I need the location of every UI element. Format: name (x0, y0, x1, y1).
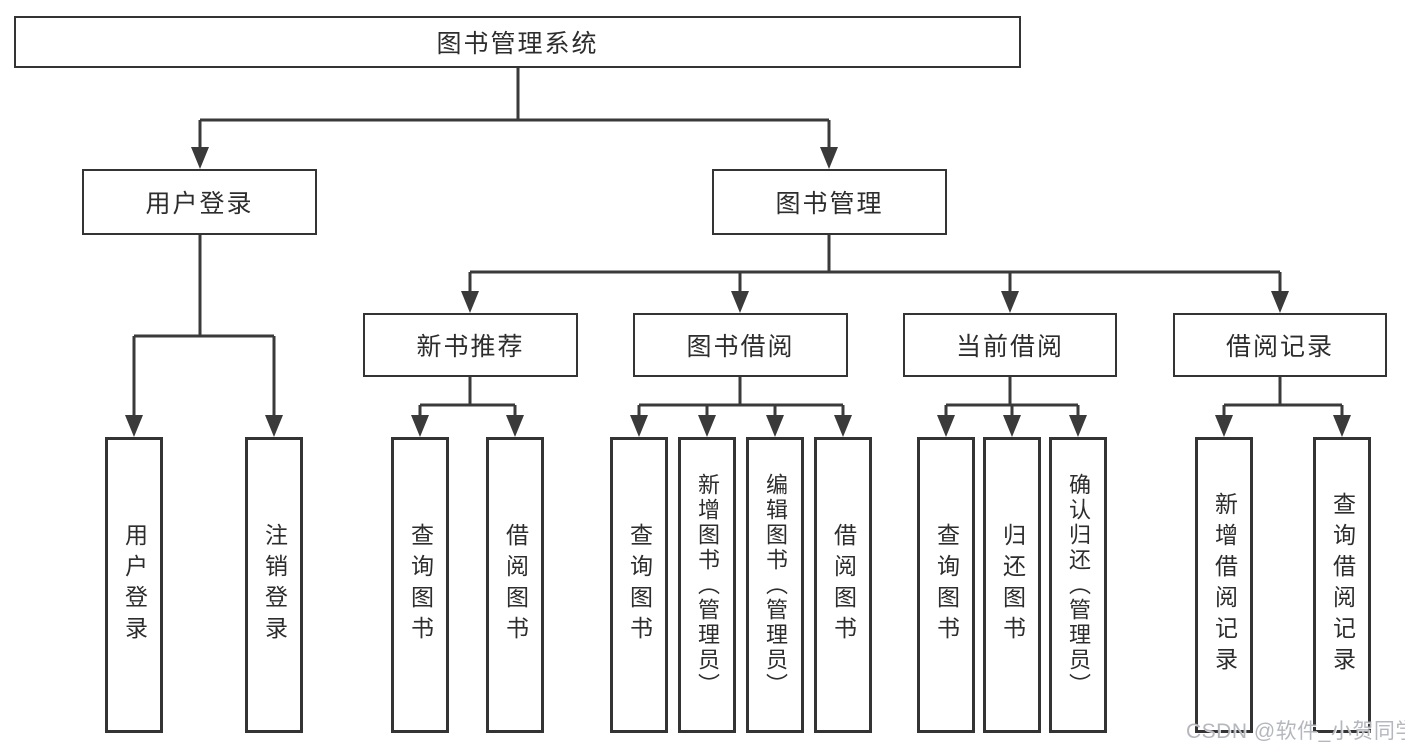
leaf-confirm-return-admin: 确认归还（管理员） (1049, 437, 1107, 733)
leaf-query-books-current: 查询图书 (917, 437, 975, 733)
leaf-label: 新增图书（管理员） (695, 472, 720, 698)
leaf-add-borrow-record: 新增借阅记录 (1195, 437, 1253, 733)
node-label: 用户登录 (145, 190, 254, 218)
leaf-label: 借阅图书 (830, 523, 857, 647)
leaf-label: 确认归还（管理员） (1066, 472, 1091, 698)
node-book-borrowing: 图书借阅 (633, 313, 848, 377)
leaf-label: 新增借阅记录 (1211, 492, 1238, 678)
leaf-add-books-admin: 新增图书（管理员） (678, 437, 736, 733)
leaf-query-borrow-record: 查询借阅记录 (1313, 437, 1371, 733)
node-label: 图书借阅 (686, 333, 795, 361)
leaf-user-login: 用户登录 (105, 437, 163, 733)
leaf-return-books: 归还图书 (983, 437, 1041, 733)
leaf-borrow-books: 借阅图书 (814, 437, 872, 733)
leaf-label: 借阅图书 (502, 523, 529, 647)
leaf-logout: 注销登录 (245, 437, 303, 733)
connector-arrowheads (125, 147, 1351, 437)
node-label: 借阅记录 (1225, 333, 1334, 361)
node-borrow-records: 借阅记录 (1173, 313, 1387, 377)
leaf-label: 查询图书 (626, 523, 653, 647)
leaf-label: 查询图书 (407, 523, 434, 647)
leaf-label: 归还图书 (999, 523, 1026, 647)
csdn-watermark: CSDN @软件_小贺同学 (1186, 720, 1405, 743)
node-label: 当前借阅 (955, 333, 1064, 361)
node-book-management: 图书管理 (712, 169, 947, 235)
leaf-query-books-recommend: 查询图书 (391, 437, 449, 733)
node-current-borrowing: 当前借阅 (903, 313, 1117, 377)
node-label: 图书管理 (775, 190, 884, 218)
leaf-label: 编辑图书（管理员） (763, 472, 788, 698)
leaf-label: 注销登录 (261, 523, 288, 647)
node-new-book-recommend: 新书推荐 (363, 313, 578, 377)
node-label: 图书管理系统 (436, 30, 599, 58)
node-library-system: 图书管理系统 (14, 16, 1021, 68)
leaf-label: 用户登录 (121, 523, 148, 647)
connector-lines (132, 68, 1344, 419)
leaf-query-books-borrow: 查询图书 (610, 437, 668, 733)
leaf-edit-books-admin: 编辑图书（管理员） (746, 437, 804, 733)
leaf-label: 查询图书 (933, 523, 960, 647)
leaf-borrow-books-recommend: 借阅图书 (486, 437, 544, 733)
node-user-login: 用户登录 (82, 169, 317, 235)
node-label: 新书推荐 (416, 333, 525, 361)
leaf-label: 查询借阅记录 (1329, 492, 1356, 678)
